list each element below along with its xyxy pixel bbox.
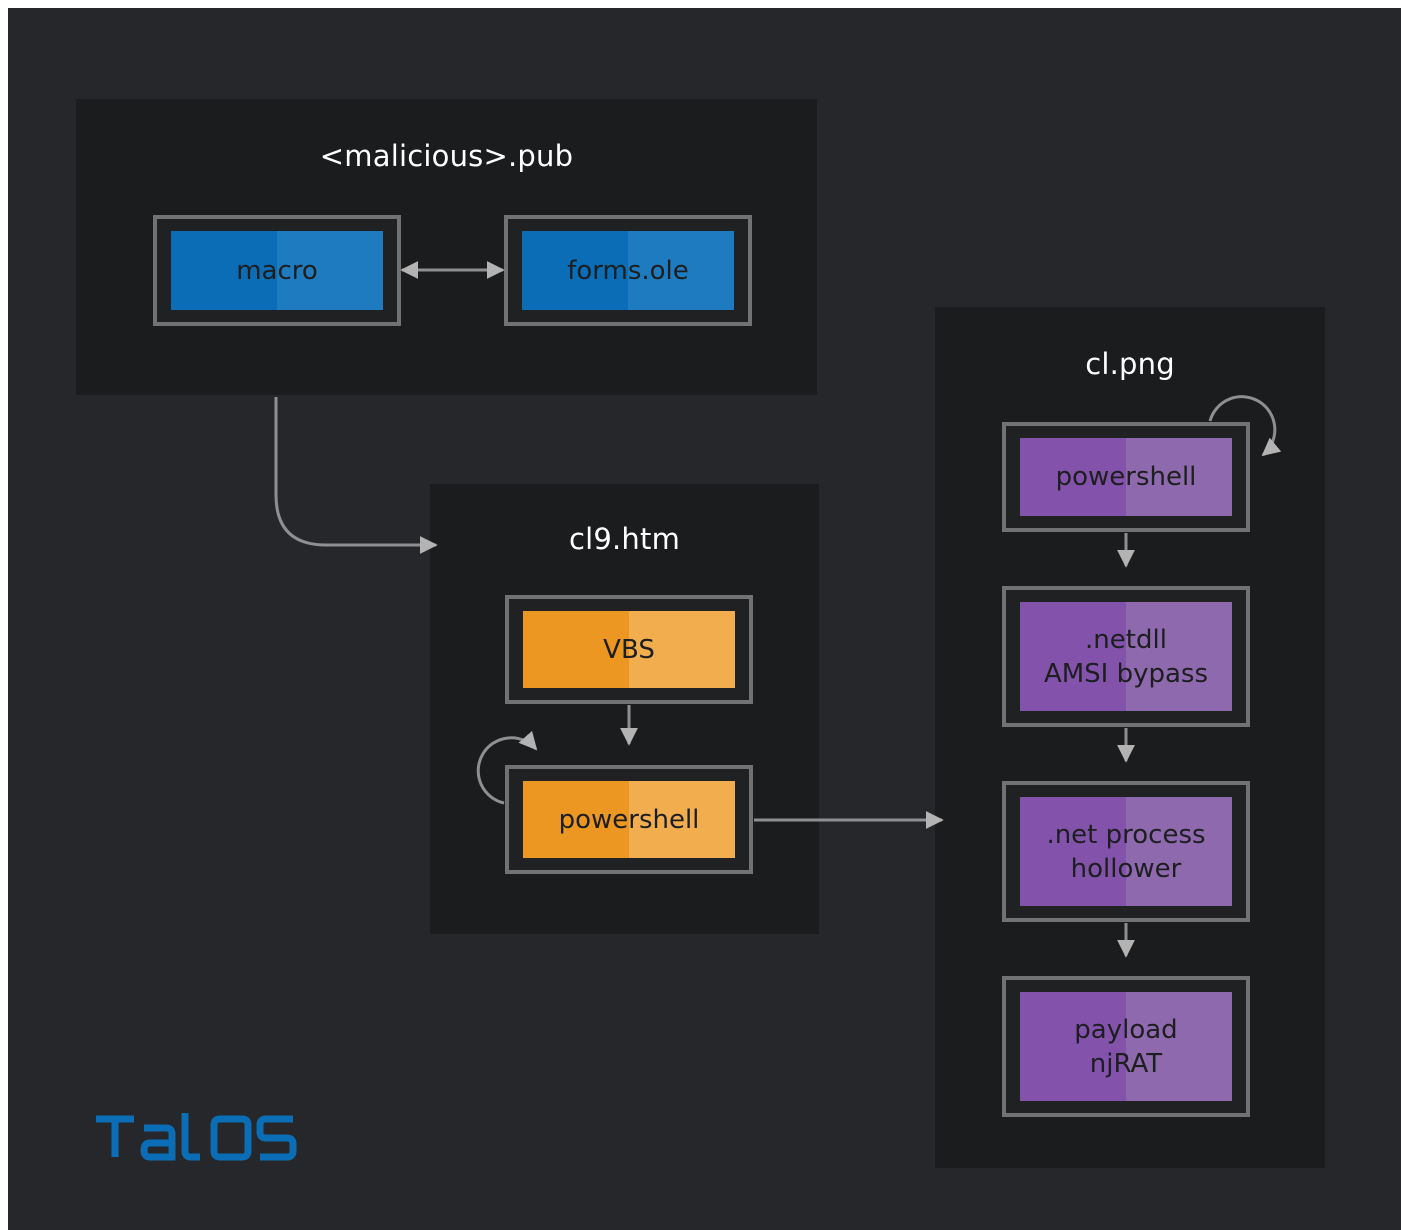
node-vbs-label: VBS [523,611,735,688]
node-hollower: .net process hollower [1002,781,1250,922]
node-powershell-htm-label: powershell [523,781,735,858]
node-powershell-png: powershell [1002,422,1250,532]
panel-title-htm: cl9.htm [568,522,681,556]
panel-title-png: cl.png [1085,347,1175,381]
node-powershell-png-label: powershell [1020,438,1232,516]
node-macro: macro [153,215,401,326]
node-netdll-label: .netdll AMSI bypass [1020,602,1232,711]
node-hollower-label: .net process hollower [1020,797,1232,906]
node-forms-ole-label: forms.ole [522,231,734,310]
node-payload-label: payload njRAT [1020,992,1232,1101]
node-powershell-htm: powershell [505,765,753,874]
talos-logo-icon [96,1113,297,1161]
node-macro-label: macro [171,231,383,310]
node-vbs: VBS [505,595,753,704]
node-forms-ole: forms.ole [504,215,752,326]
node-netdll: .netdll AMSI bypass [1002,586,1250,727]
node-payload: payload njRAT [1002,976,1250,1117]
panel-title-pub: <malicious>.pub [319,139,574,173]
